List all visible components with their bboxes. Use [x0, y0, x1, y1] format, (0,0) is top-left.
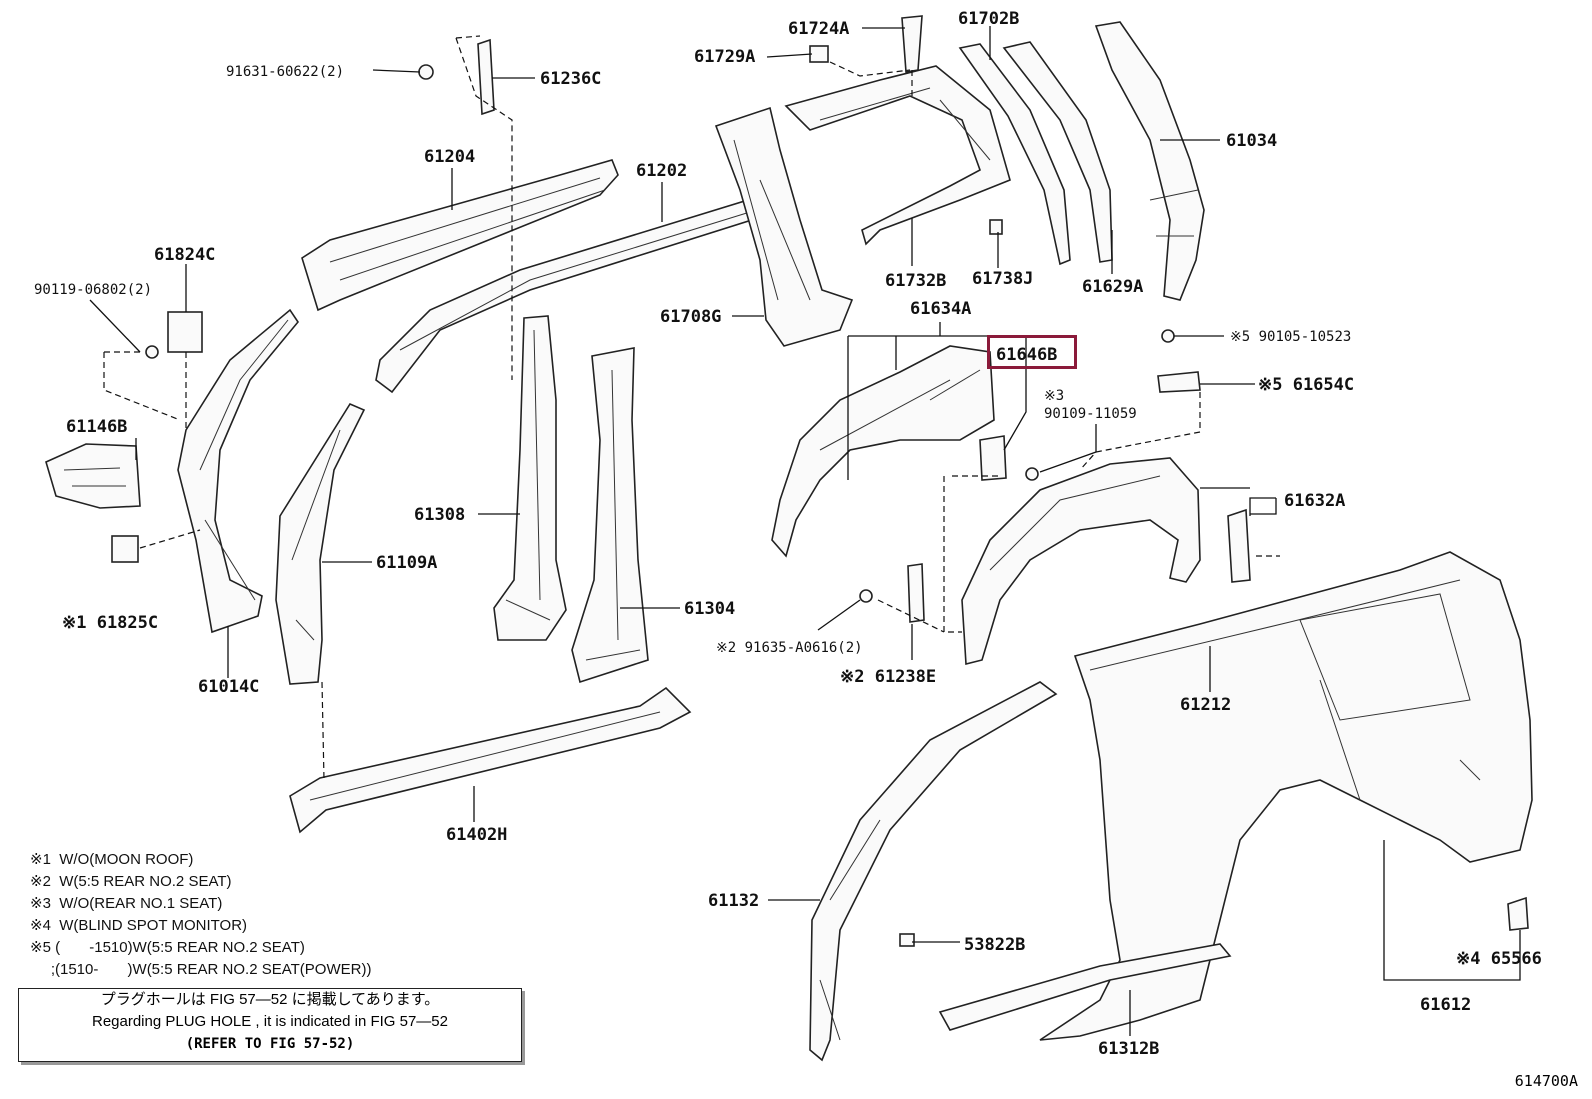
part-shape-90105-bolt	[1161, 329, 1175, 343]
part-shape-61825C	[111, 535, 139, 563]
notice-line-en: Regarding PLUG HOLE , it is indicated in…	[91, 1013, 448, 1030]
label-61204: 61204	[424, 147, 475, 167]
part-shape-61724A	[901, 15, 923, 73]
part-shape-91631-bolt	[418, 64, 434, 80]
label-91635: ※2 91635-A0616(2)	[716, 640, 863, 656]
label-90105: ※5 90105-10523	[1230, 329, 1351, 345]
label-61646B: 61646B	[996, 345, 1057, 365]
label-91631: 91631-60622(2)	[226, 64, 344, 80]
figure-id: 614700A	[1514, 1072, 1578, 1090]
label-61702B: 61702B	[958, 9, 1019, 29]
footnote-1: ※1 W/O(MOON ROOF)	[30, 851, 193, 868]
label-61612: 61612	[1420, 995, 1471, 1015]
footnote-3: ※3 W/O(REAR NO.1 SEAT)	[30, 895, 222, 912]
part-shapes	[45, 15, 1533, 1062]
part-shape-61132	[809, 681, 1058, 1062]
part-shape-61732B	[784, 65, 1011, 246]
part-shape-61632A	[961, 457, 1201, 666]
label-61014C: 61014C	[198, 677, 259, 697]
label-61034: 61034	[1226, 131, 1277, 151]
part-shape-61738J	[989, 219, 1003, 235]
label-61212: 61212	[1180, 695, 1231, 715]
label-61654C: ※5 61654C	[1258, 375, 1354, 395]
part-shape-61708G	[714, 106, 854, 347]
part-shape-61146B	[45, 443, 141, 509]
leader-lines	[89, 26, 1521, 1036]
label-61629A: 61629A	[1082, 277, 1143, 297]
label-61729A: 61729A	[694, 47, 755, 67]
label-61312B: 61312B	[1098, 1039, 1159, 1059]
label-61825C: ※1 61825C	[62, 613, 158, 633]
part-shape-61634A	[771, 345, 995, 558]
part-shape-61238E	[907, 563, 925, 623]
label-53822B: 53822B	[964, 935, 1025, 955]
label-90119: 90119-06802(2)	[34, 282, 152, 298]
part-shape-61304	[571, 347, 649, 684]
footnote-4: ※4 W(BLIND SPOT MONITOR)	[30, 917, 247, 934]
label-61732B: 61732B	[885, 271, 946, 291]
label-61634A: 61634A	[910, 299, 971, 319]
notice-line-jp: プラグホールは FIG 57―52 に掲載してあります。	[100, 991, 440, 1008]
footnote-5: ※5 ( -1510)W(5:5 REAR NO.2 SEAT)	[30, 939, 305, 956]
part-shape-90119-bolt	[145, 345, 159, 359]
part-shape-61312B	[938, 943, 1232, 1031]
part-shape-61729A	[809, 45, 829, 63]
label-61308: 61308	[414, 505, 465, 525]
part-shape-61109A	[275, 402, 366, 685]
part-shape-61204	[301, 159, 619, 312]
part-shape-61632A-bracket	[1227, 508, 1251, 583]
part-shape-61654C	[1157, 371, 1201, 393]
label-61632A: 61632A	[1284, 491, 1345, 511]
part-shape-90109-bolt	[1025, 467, 1039, 481]
label-61109A: 61109A	[376, 553, 437, 573]
notice-reference[interactable]: (REFER TO FIG 57-52)	[185, 1036, 355, 1052]
label-61304: 61304	[684, 599, 735, 619]
label-61824C: 61824C	[154, 245, 215, 265]
part-shape-61646B	[979, 435, 1007, 481]
part-shape-61308	[493, 315, 567, 641]
highlight-box	[987, 335, 1077, 369]
part-shape-61702B	[958, 43, 1071, 266]
footnotes: ※1 W/O(MOON ROOF) ※2 W(5:5 REAR NO.2 SEA…	[30, 851, 371, 978]
part-shape-91635-bolt	[859, 589, 873, 603]
part-shape-61014C	[177, 308, 299, 634]
footnote-5b: ;(1510- )W(5:5 REAR NO.2 SEAT(POWER))	[30, 961, 371, 978]
dashed-lines	[103, 35, 1280, 781]
part-shape-65566	[1507, 896, 1529, 931]
part-shape-61236C	[477, 38, 495, 116]
part-shape-61202	[375, 199, 760, 394]
part-shape-61402H	[289, 686, 692, 834]
label-61132: 61132	[708, 891, 759, 911]
part-labels: 61724A 61702B 61729A 91631-60622(2) 6123…	[34, 9, 1542, 1059]
label-61202: 61202	[636, 161, 687, 181]
footnote-2: ※2 W(5:5 REAR NO.2 SEAT)	[30, 873, 232, 890]
label-61238E: ※2 61238E	[840, 667, 936, 687]
plug-hole-notice: プラグホールは FIG 57―52 に掲載してあります。 Regarding P…	[18, 988, 522, 1062]
label-65566: ※4 65566	[1456, 949, 1542, 969]
part-shape-53822B	[899, 933, 915, 947]
label-61236C: 61236C	[540, 69, 601, 89]
part-shape-61824C	[167, 311, 203, 353]
label-61738J: 61738J	[972, 269, 1033, 289]
label-61146B: 61146B	[66, 417, 127, 437]
part-shape-61034	[1094, 21, 1205, 301]
label-61402H: 61402H	[446, 825, 507, 845]
label-61724A: 61724A	[788, 19, 849, 39]
label-61708G: 61708G	[660, 307, 721, 327]
